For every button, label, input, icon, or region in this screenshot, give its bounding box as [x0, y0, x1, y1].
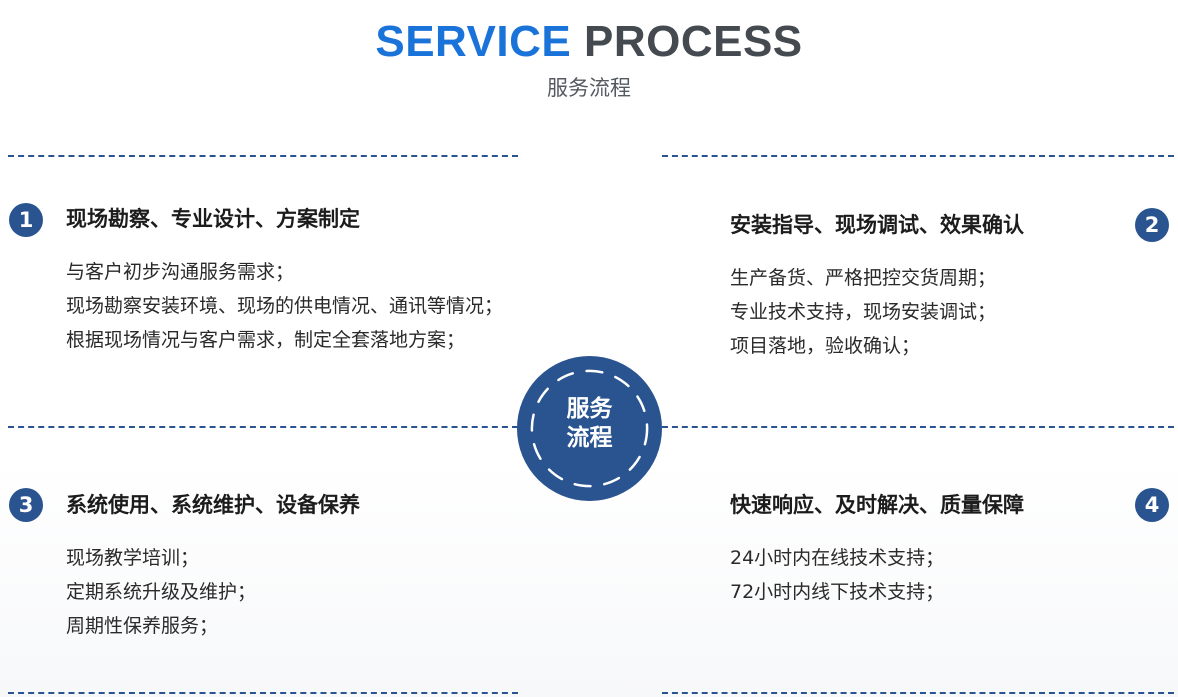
list-item: 周期性保养服务；: [66, 615, 219, 637]
center-label-line1: 服务: [566, 396, 613, 422]
step-1-number-icon: 1: [9, 203, 43, 237]
step-4-number-icon: 4: [1135, 488, 1169, 522]
divider-bottom-right: [662, 692, 1174, 694]
list-item: 项目落地，验收确认；: [730, 335, 921, 357]
step-3-list: 现场教学培训； 定期系统升级及维护； 周期性保养服务；: [66, 541, 256, 643]
title-word-service: SERVICE: [375, 17, 572, 66]
section-header: SERVICE PROCESS 服务流程: [0, 16, 1178, 102]
title-word-process: PROCESS: [583, 17, 803, 66]
step-3-title: 系统使用、系统维护、设备保养: [66, 493, 360, 517]
page-title: SERVICE PROCESS: [0, 16, 1178, 68]
step-2-list: 生产备货、严格把控交货周期； 专业技术支持，现场安装调试； 项目落地，验收确认；: [730, 261, 996, 363]
center-label-line2: 流程: [566, 425, 613, 451]
center-label: 服务 流程: [516, 395, 663, 453]
divider-top-right: [662, 155, 1174, 157]
list-item: 与客户初步沟通服务需求；: [66, 261, 295, 283]
list-item: 72小时内线下技术支持；: [730, 581, 945, 603]
step-3-number-icon: 3: [9, 488, 43, 522]
list-item: 现场勘察安装环境、现场的供电情况、通讯等情况；: [66, 295, 504, 317]
divider-middle-right: [662, 426, 1174, 428]
center-circle-icon: [516, 355, 663, 502]
list-item: 生产备货、严格把控交货周期；: [730, 267, 997, 289]
divider-middle-left: [8, 426, 518, 428]
step-2-title: 安装指导、现场调试、效果确认: [730, 213, 1024, 237]
step-4-list: 24小时内在线技术支持； 72小时内线下技术支持；: [730, 541, 944, 609]
list-item: 现场教学培训；: [66, 547, 200, 569]
list-item: 专业技术支持，现场安装调试；: [730, 301, 997, 323]
step-4-title: 快速响应、及时解决、质量保障: [730, 493, 1024, 517]
page-subtitle: 服务流程: [547, 76, 631, 100]
step-1-list: 与客户初步沟通服务需求； 现场勘察安装环境、现场的供电情况、通讯等情况； 根据现…: [66, 255, 503, 357]
step-1-title: 现场勘察、专业设计、方案制定: [66, 207, 360, 231]
list-item: 24小时内在线技术支持；: [730, 547, 945, 569]
step-2-number-icon: 2: [1135, 208, 1169, 242]
divider-bottom-left: [8, 692, 518, 694]
divider-top-left: [8, 155, 518, 157]
list-item: 根据现场情况与客户需求，制定全套落地方案；: [66, 329, 466, 351]
list-item: 定期系统升级及维护；: [66, 581, 257, 603]
